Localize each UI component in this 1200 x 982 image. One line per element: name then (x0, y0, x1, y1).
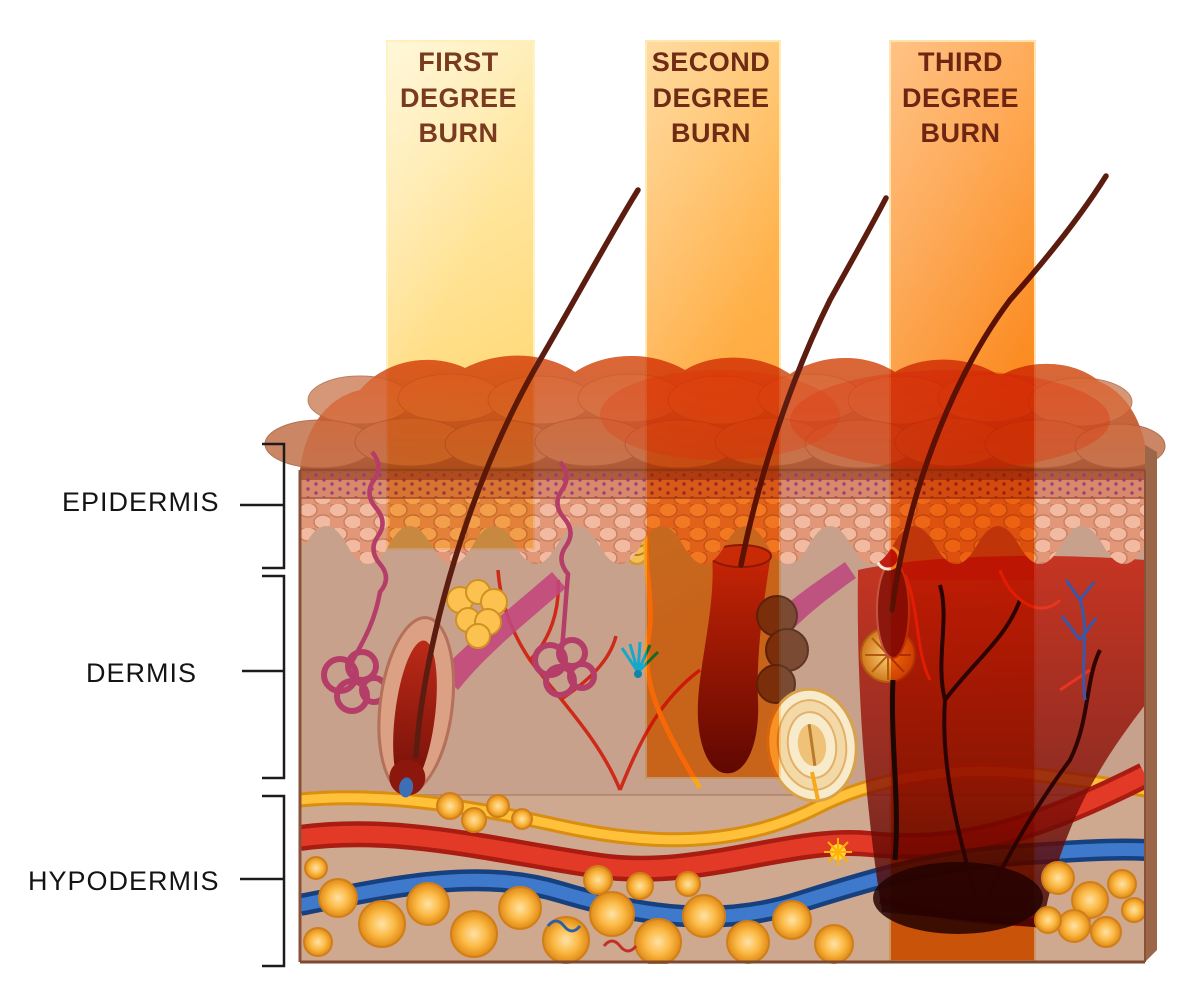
fat-cells (1034, 861, 1145, 948)
epidermis-bracket (240, 442, 286, 570)
pacinian-corpuscle (766, 687, 858, 803)
capillary (546, 919, 582, 933)
sweat-gland (321, 649, 389, 714)
block-edges (298, 445, 1157, 964)
layer-label-dermis: DERMIS (86, 658, 198, 688)
burn-band-first (386, 40, 535, 550)
vein-branches (1060, 579, 1098, 701)
capillary (602, 939, 638, 953)
dermis-bracket (242, 574, 286, 780)
layer-label-hypodermis: HYPODERMIS (28, 866, 220, 896)
burn-band-second (645, 40, 781, 779)
layer-label-epidermis: EPIDERMIS (62, 487, 220, 517)
sweat-gland (532, 637, 597, 698)
fat-cells (303, 792, 854, 964)
free-nerve-ending (620, 641, 660, 678)
hypodermis-bracket (240, 794, 286, 968)
sebaceous-gland (446, 579, 508, 649)
sweat-gland-duct (349, 450, 573, 664)
nerve-fiber (810, 771, 820, 801)
nerve-spark (824, 838, 852, 866)
burn-band-third (889, 40, 1036, 962)
arrector-pili-muscle (440, 572, 566, 690)
